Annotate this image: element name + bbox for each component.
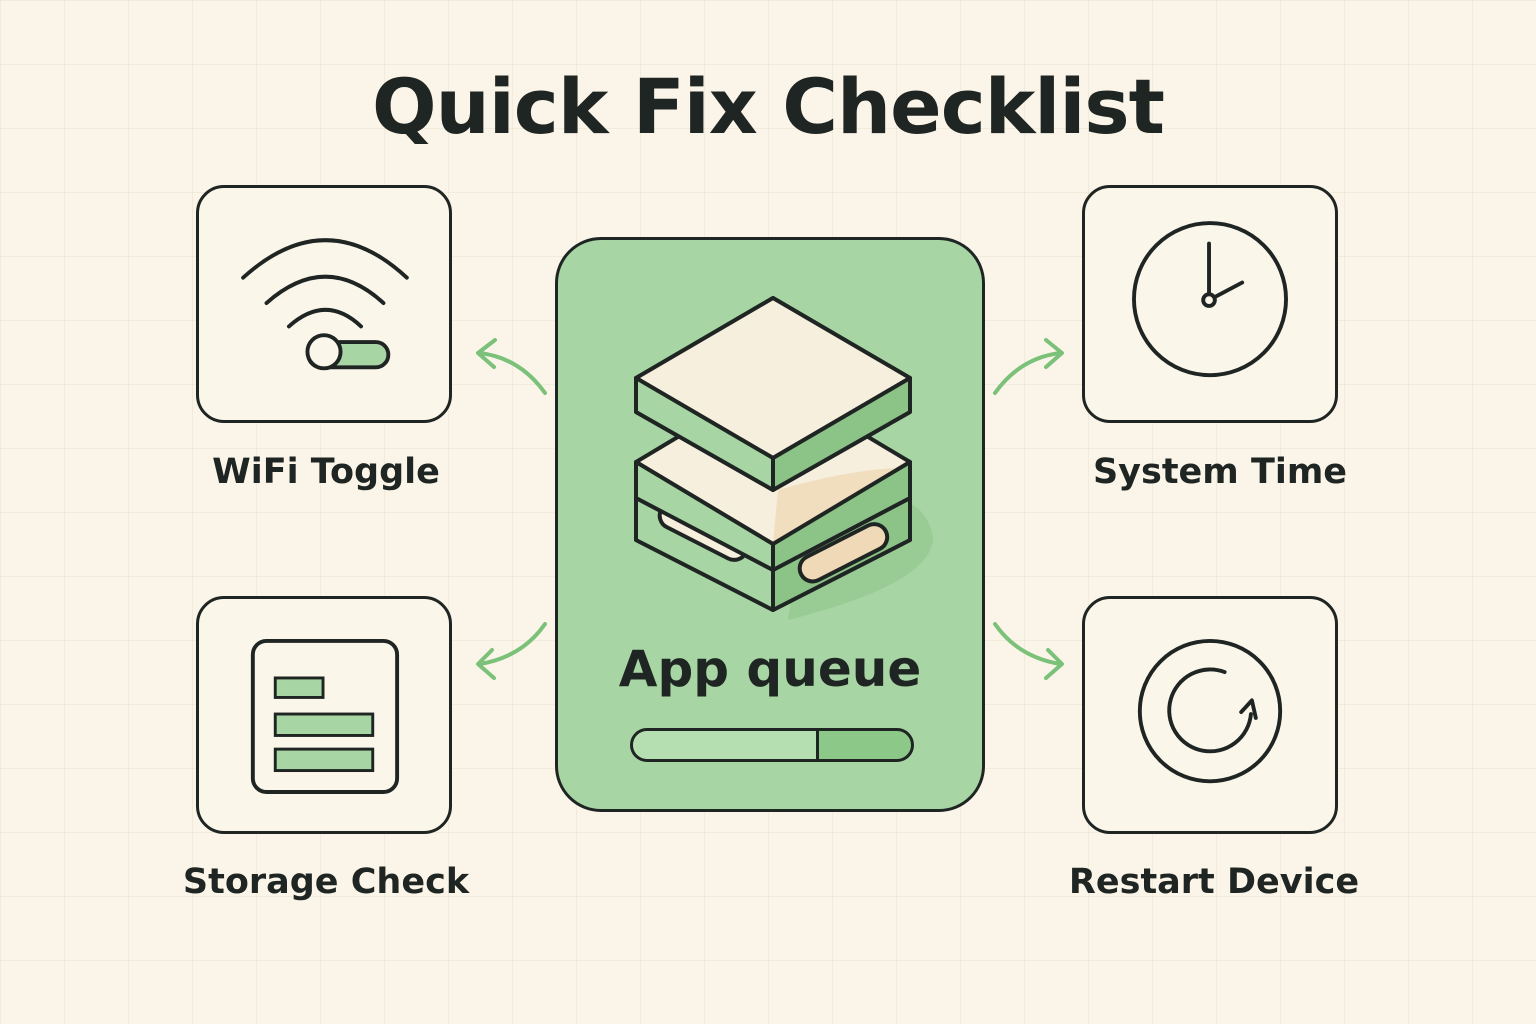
queue-progress-bar [630,728,914,762]
clock-icon [1132,221,1288,378]
app-queue-card[interactable]: App queue [555,237,985,812]
arrow-to-restart [993,622,1062,666]
wifi-toggle-tile[interactable] [196,185,452,423]
page-title: Quick Fix Checklist [372,62,1165,151]
wifi-toggle-label: WiFi Toggle [212,452,440,492]
storage-bars-icon [250,638,400,794]
restart-device-label: Restart Device [1068,862,1360,902]
queue-progress-fill [633,731,820,759]
system-time-label: System Time [1092,452,1348,492]
system-time-tile[interactable] [1082,185,1338,423]
arrowhead-storage [476,648,496,680]
arrowhead-restart [1044,648,1064,680]
stacked-layers-icon [634,296,933,620]
restart-icon [1137,638,1283,784]
storage-check-tile[interactable] [196,596,452,834]
arrow-to-storage [478,622,547,666]
app-queue-label: App queue [618,640,922,698]
restart-device-tile[interactable] [1082,596,1338,834]
arrowhead-time [1044,338,1064,369]
wifi-toggle-icon [241,238,409,371]
storage-check-label: Storage Check [182,862,470,902]
arrowhead-wifi [476,338,497,369]
arrow-to-time [993,351,1062,395]
arrow-to-wifi [478,351,547,395]
